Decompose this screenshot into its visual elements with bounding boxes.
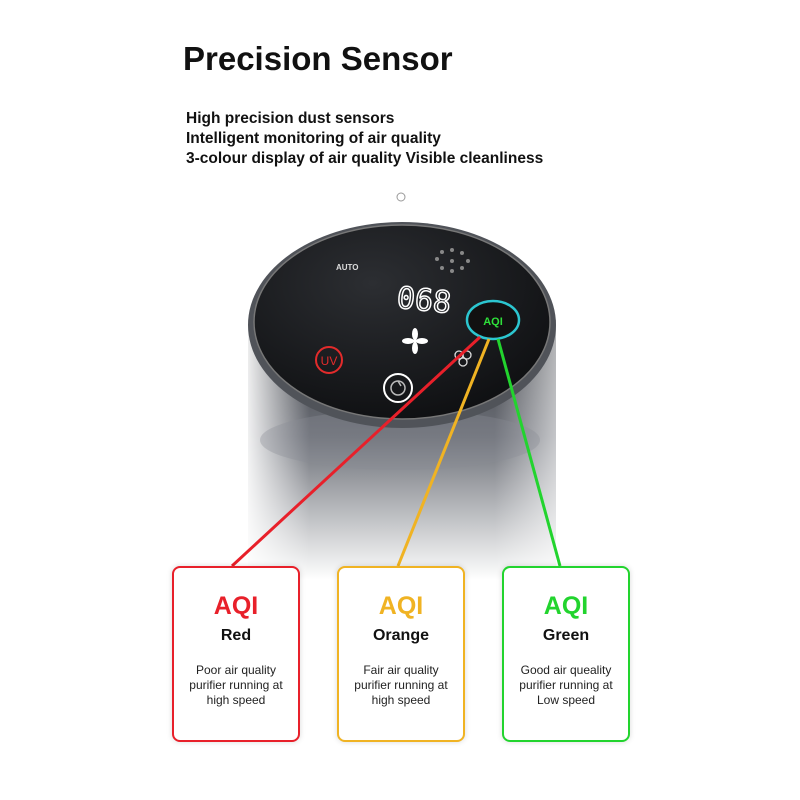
aqi-label: AQI: [378, 592, 424, 620]
green-pointer-line: [496, 338, 562, 567]
feature-list: High precision dust sensors Intelligent …: [186, 109, 543, 169]
desc-line: Fair air quality: [363, 663, 439, 677]
desc-line: purifier running at: [519, 678, 613, 692]
aqi-card-green: AQI Green Good air queality purifier run…: [502, 566, 630, 742]
aqi-label: AQI: [213, 592, 259, 620]
feature-item: Intelligent monitoring of air quality: [186, 130, 441, 147]
desc-line: purifier running at: [189, 678, 283, 692]
card-title: Green: [542, 627, 590, 644]
orange-pointer-line: [396, 338, 491, 567]
sensor-grille-icon: [435, 248, 470, 273]
aqi-card-red: AQI Red Poor air quality purifier runnin…: [172, 566, 300, 742]
indicator-dot: [396, 192, 406, 202]
card-title: Red: [220, 627, 252, 644]
feature-item: 3-colour display of air quality Visible …: [186, 150, 544, 167]
svg-text:UV: UV: [321, 354, 338, 368]
card-title: Orange: [372, 627, 429, 644]
red-pointer-line: [230, 335, 482, 568]
desc-line: purifier running at: [354, 678, 448, 692]
desc-line: Low speed: [536, 693, 596, 707]
desc-line: high speed: [371, 693, 431, 707]
svg-text:AQI: AQI: [483, 316, 503, 328]
aqi-display: 068: [395, 281, 453, 321]
desc-line: Poor air quality: [195, 663, 277, 677]
fan-icon[interactable]: [402, 328, 428, 354]
aqi-card-orange: AQI Orange Fair air quality purifier run…: [337, 566, 465, 742]
power-button[interactable]: [383, 373, 413, 403]
card-description: Good air queality purifier running at Lo…: [504, 663, 628, 708]
card-description: Fair air quality purifier running at hig…: [339, 663, 463, 708]
aqi-indicator: AQI: [465, 299, 521, 341]
auto-label: AUTO: [336, 263, 359, 272]
desc-line: high speed: [206, 693, 266, 707]
page-title: Precision Sensor: [183, 40, 453, 77]
feature-item: High precision dust sensors: [186, 110, 395, 127]
uv-button[interactable]: UV: [315, 346, 343, 374]
desc-line: Good air queality: [520, 663, 612, 677]
aqi-label: AQI: [543, 592, 589, 620]
card-description: Poor air quality purifier running at hig…: [174, 663, 298, 708]
